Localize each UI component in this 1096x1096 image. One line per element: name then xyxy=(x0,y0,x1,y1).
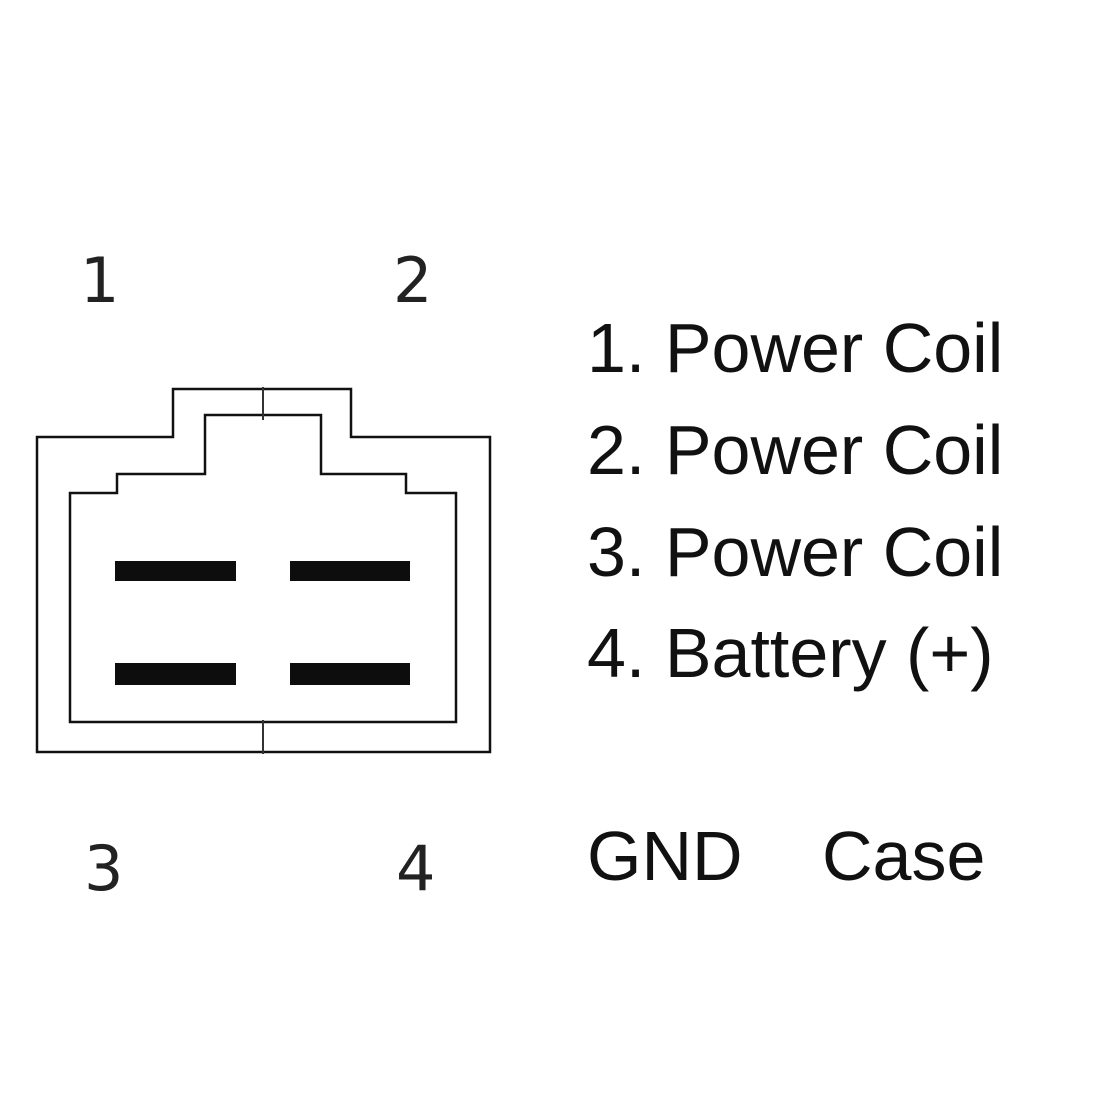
legend-item-4: 4. Battery (+) xyxy=(587,614,994,692)
terminal-1 xyxy=(115,561,236,581)
ground-value: Case xyxy=(822,817,985,895)
terminal-4 xyxy=(290,663,410,685)
connector-inner-outline xyxy=(68,413,458,724)
legend-item-1: 1. Power Coil xyxy=(587,309,1003,387)
ground-label: GND xyxy=(587,817,743,895)
legend-item-2: 2. Power Coil xyxy=(587,411,1003,489)
connector-outer-outline xyxy=(35,387,492,754)
pin-label-4: 4 xyxy=(396,832,435,905)
pin-label-3: 3 xyxy=(84,832,123,905)
terminal-2 xyxy=(290,561,410,581)
terminal-3 xyxy=(115,663,236,685)
legend-item-3: 3. Power Coil xyxy=(587,513,1003,591)
pin-label-2: 2 xyxy=(393,244,432,317)
pin-label-1: 1 xyxy=(80,244,119,317)
